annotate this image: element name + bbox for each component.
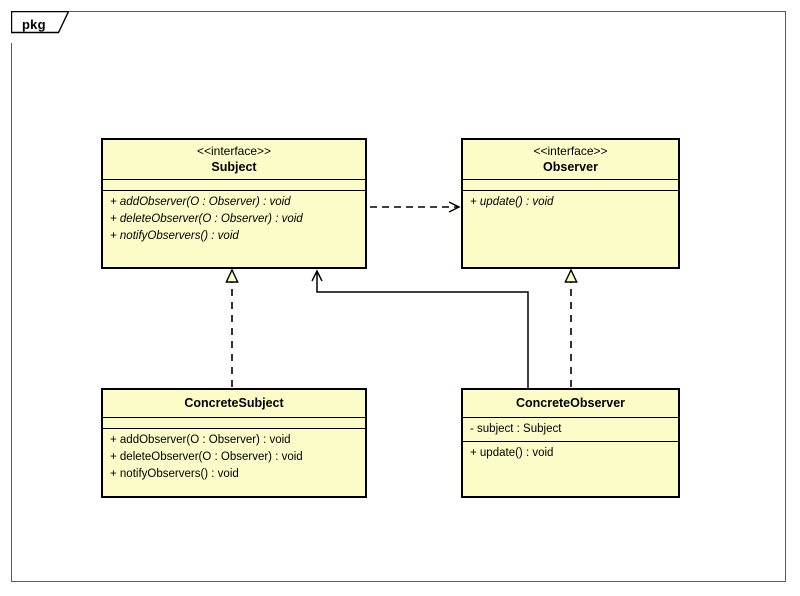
- class-header-concrete-subject: ConcreteSubject: [103, 390, 365, 418]
- attributes-compartment-concrete-observer: - subject : Subject: [463, 418, 678, 442]
- package-tab: [11, 11, 69, 43]
- methods-compartment-concrete-subject: + addObserver(O : Observer) : void + del…: [103, 429, 365, 486]
- class-box-subject[interactable]: <<interface>> Subject + addObserver(O : …: [101, 138, 367, 269]
- method-item: + deleteObserver(O : Observer) : void: [110, 451, 303, 463]
- attribute-item: - subject : Subject: [470, 423, 562, 435]
- package-label: pkg: [22, 17, 46, 32]
- method-item: + addObserver(O : Observer) : void: [110, 196, 291, 208]
- class-stereotype: <<interface>>: [533, 144, 608, 158]
- method-item: + notifyObservers() : void: [110, 468, 239, 480]
- attributes-compartment-subject: [103, 180, 365, 191]
- methods-compartment-concrete-observer: + update() : void: [463, 442, 678, 465]
- class-header-observer: <<interface>> Observer: [463, 140, 678, 180]
- class-box-observer[interactable]: <<interface>> Observer + update() : void: [461, 138, 680, 269]
- class-header-subject: <<interface>> Subject: [103, 140, 365, 180]
- attributes-compartment-concrete-subject: [103, 418, 365, 429]
- class-name: Observer: [543, 160, 598, 174]
- class-box-concrete-subject[interactable]: ConcreteSubject + addObserver(O : Observ…: [101, 388, 367, 498]
- class-stereotype: <<interface>>: [196, 144, 272, 158]
- class-name: Subject: [211, 160, 257, 174]
- method-item: + notifyObservers() : void: [110, 230, 239, 242]
- method-item: + deleteObserver(O : Observer) : void: [110, 213, 303, 225]
- class-box-concrete-observer[interactable]: ConcreteObserver - subject : Subject + u…: [461, 388, 680, 498]
- method-item: + update() : void: [470, 447, 554, 459]
- methods-compartment-observer: + update() : void: [463, 191, 678, 214]
- package-tab-shape: [11, 11, 69, 34]
- class-name: ConcreteObserver: [515, 396, 626, 410]
- method-item: + addObserver(O : Observer) : void: [110, 434, 291, 446]
- attributes-compartment-observer: [463, 180, 678, 191]
- methods-compartment-subject: + addObserver(O : Observer) : void + del…: [103, 191, 365, 248]
- class-name: ConcreteSubject: [184, 396, 284, 410]
- class-header-concrete-observer: ConcreteObserver: [463, 390, 678, 418]
- method-item: + update() : void: [470, 196, 554, 208]
